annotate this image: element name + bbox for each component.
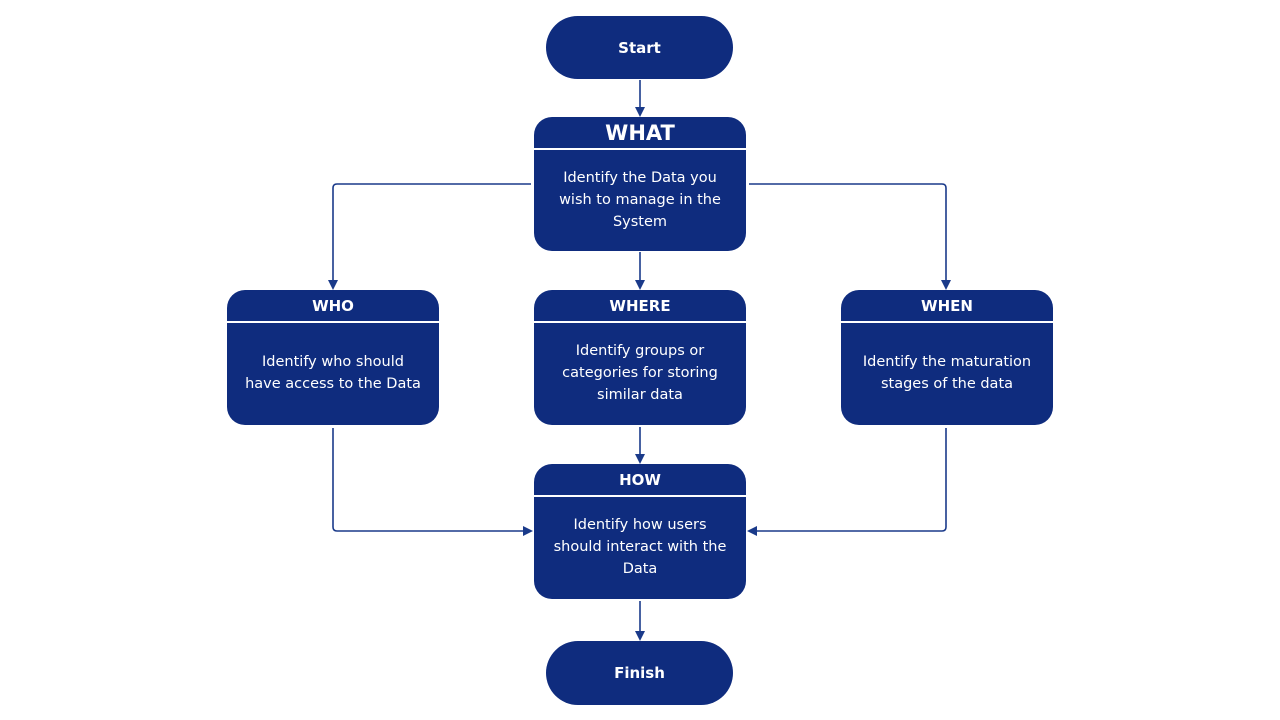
- edge-what-who: [328, 183, 531, 290]
- who-text: Identify who should have access to the D…: [245, 354, 421, 392]
- where-text: Identify groups or categories for storin…: [562, 343, 718, 403]
- what-node: WHAT Identify the Data you wish to manag…: [534, 117, 746, 251]
- where-title: WHERE: [534, 290, 746, 323]
- edge-who-how: [332, 428, 533, 536]
- what-title: WHAT: [534, 117, 746, 150]
- what-text: Identify the Data you wish to manage in …: [559, 170, 721, 230]
- start-label: Start: [618, 38, 661, 57]
- when-text: Identify the maturation stages of the da…: [862, 354, 1032, 392]
- finish-node: Finish: [546, 641, 733, 705]
- who-title: WHO: [227, 290, 439, 323]
- how-title: HOW: [534, 464, 746, 497]
- when-title: WHEN: [841, 290, 1053, 323]
- how-text: Identify how users should interact with …: [553, 517, 727, 577]
- when-node: WHEN Identify the maturation stages of t…: [841, 290, 1053, 425]
- edge-what-when: [749, 183, 951, 290]
- start-node: Start: [546, 16, 733, 79]
- who-node: WHO Identify who should have access to t…: [227, 290, 439, 425]
- where-node: WHERE Identify groups or categories for …: [534, 290, 746, 425]
- edge-when-how: [747, 428, 947, 536]
- finish-label: Finish: [614, 664, 665, 682]
- how-node: HOW Identify how users should interact w…: [534, 464, 746, 599]
